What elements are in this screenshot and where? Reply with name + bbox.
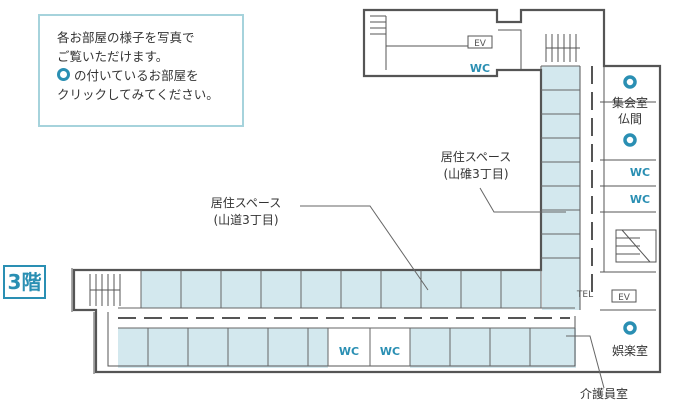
recreation-room-label[interactable]: 娯楽室 <box>612 343 648 358</box>
photo-marker-icon[interactable] <box>623 75 637 89</box>
north-room-dividers <box>118 270 575 309</box>
photo-marker-icon <box>57 68 70 81</box>
south-rooms-band-left <box>118 328 328 368</box>
wc-label-right-2: WC <box>630 193 650 206</box>
photo-marker-icon[interactable] <box>623 133 637 147</box>
instruction-line-4: クリックしてみてください。 <box>57 87 219 102</box>
instruction-line-1: 各お部屋の様子を写真で <box>57 30 195 45</box>
east-rooms-band <box>542 66 580 310</box>
stairs-icon <box>615 229 657 263</box>
residential-space-right-label: 居住スペース <box>441 150 512 164</box>
wc-label-top: WC <box>470 62 490 75</box>
residential-space-left-sublabel: (山道3丁目) <box>214 213 279 227</box>
instruction-line-3: の付いているお部屋を <box>57 66 242 85</box>
south-room-dividers <box>118 327 575 366</box>
residential-space-right-sublabel: (山碓3丁目) <box>444 166 509 181</box>
elevator-icon <box>611 289 637 303</box>
buddhist-altar-room-label[interactable]: 仏間 <box>618 112 642 126</box>
assembly-room-photo-marker[interactable] <box>623 75 637 147</box>
wc-label-bottom-1: WC <box>339 345 359 358</box>
assembly-room-label[interactable]: 集会室 <box>612 95 648 110</box>
wc-label-bottom-2: WC <box>380 345 400 358</box>
floor-badge: 3階 <box>3 265 46 299</box>
stairs-icon <box>89 274 121 306</box>
tel-label: TEL <box>576 290 593 300</box>
stairs-icon <box>370 15 386 35</box>
east-room-dividers <box>541 65 580 259</box>
outer-walls <box>72 8 662 374</box>
caregiver-room-label: 介護員室 <box>580 386 628 401</box>
wc-label-right-1: WC <box>630 166 650 179</box>
recreation-room-photo-marker-icon[interactable] <box>623 321 637 335</box>
stairs-icon <box>545 34 580 62</box>
elevator-label-top: EV <box>474 39 487 49</box>
inner-walls <box>71 16 656 374</box>
callout-line-caregiver <box>566 335 605 389</box>
instruction-line-2: ご覧いただけます。 <box>57 49 169 64</box>
callout-line-right <box>479 187 566 213</box>
south-rooms-band-right <box>410 328 576 368</box>
residential-space-left-label: 居住スペース <box>211 196 282 210</box>
instruction-box: 各お部屋の様子を写真で ご覧いただけます。 の付いているお部屋を クリックしてみ… <box>38 14 244 127</box>
elevator-label-bottom: EV <box>618 293 631 303</box>
callout-line-left <box>300 205 429 291</box>
elevator-icon <box>467 35 493 49</box>
